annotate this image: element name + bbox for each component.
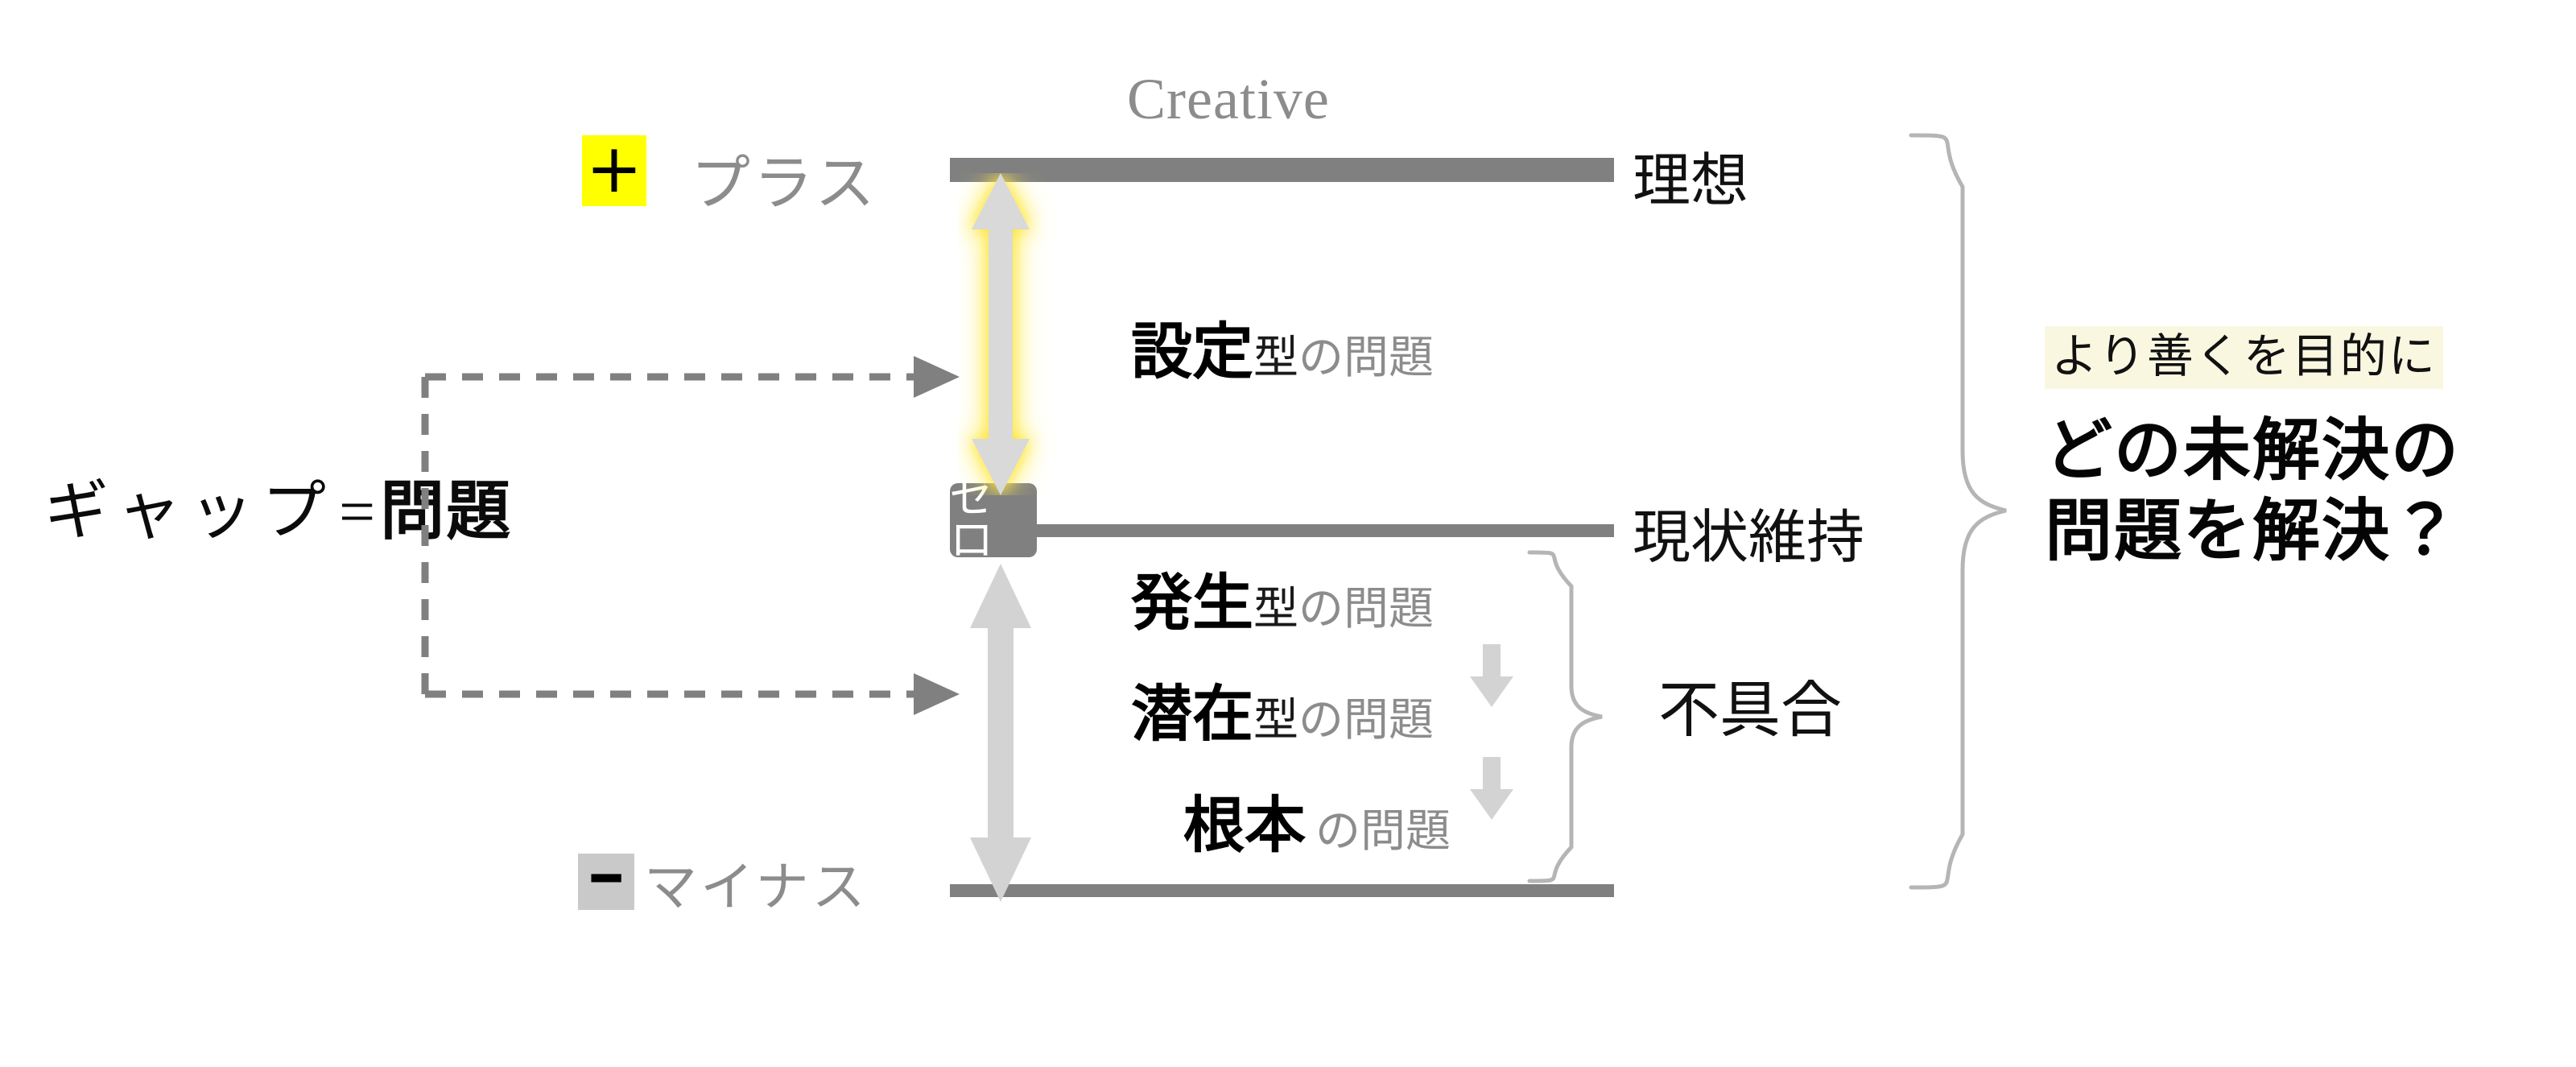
arrowhead-lower bbox=[914, 673, 960, 715]
problem-type-latent-kata: 型 bbox=[1253, 696, 1298, 746]
problem-type-occurrence-strong: 発生 bbox=[1131, 570, 1253, 638]
problem-type-root-soft: の問題 bbox=[1315, 807, 1451, 857]
zero-badge: ゼロ bbox=[950, 475, 1037, 562]
zero-level-bar bbox=[990, 524, 1614, 537]
conclusion-question-line2: 問題を解決？ bbox=[2045, 494, 2461, 569]
problem-type-setting-strong: 設定 bbox=[1131, 319, 1253, 387]
minus-badge: ━ bbox=[578, 854, 634, 910]
gap-arrow-lower bbox=[970, 564, 1031, 902]
plus-label: プラス bbox=[691, 149, 878, 218]
problem-type-setting-soft: の問題 bbox=[1298, 333, 1434, 383]
problem-type-setting-kata: 型 bbox=[1253, 333, 1298, 383]
arrowhead-upper bbox=[914, 356, 960, 398]
gap-equation: ギャップ=問題 bbox=[44, 459, 512, 552]
conclusion-question: どの未解決の 問題を解決？ bbox=[2045, 411, 2552, 571]
problem-type-occurrence-soft: の問題 bbox=[1298, 585, 1434, 635]
problem-type-root-strong: 根本 bbox=[1183, 792, 1306, 860]
problem-type-latent: 潜在型の問題 bbox=[1131, 684, 1434, 746]
creative-title: Creative bbox=[1127, 67, 1330, 131]
problem-type-root: 根本の問題 bbox=[1183, 796, 1451, 857]
plus-icon: + bbox=[585, 129, 643, 208]
gap-kanji: 問題 bbox=[380, 477, 513, 548]
gap-arrow-upper bbox=[972, 173, 1030, 495]
chevron-down-icon-1 bbox=[1470, 644, 1513, 707]
conclusion-highlight-wrap: より善くを目的に bbox=[2045, 326, 2552, 390]
minus-level-bar bbox=[950, 884, 1614, 897]
chevron-down-icon-2 bbox=[1470, 757, 1513, 820]
ideal-caption: 理想 bbox=[1633, 149, 1749, 213]
conclusion-panel: より善くを目的に どの未解決の 問題を解決？ bbox=[2045, 326, 2552, 572]
conclusion-highlight: より善くを目的に bbox=[2045, 326, 2443, 390]
defect-caption: 不具合 bbox=[1658, 677, 1842, 745]
gap-katakana: ギャップ bbox=[44, 477, 334, 548]
defect-group-brace bbox=[1527, 550, 1603, 883]
gap-connector-bracket bbox=[421, 356, 960, 715]
problem-type-setting: 設定型の問題 bbox=[1131, 322, 1434, 383]
problem-type-latent-strong: 潜在 bbox=[1131, 681, 1253, 749]
problem-type-latent-soft: の問題 bbox=[1298, 696, 1434, 746]
minus-label: マイナス bbox=[644, 856, 869, 918]
zero-badge-label: ゼロ bbox=[950, 471, 994, 565]
status-quo-caption: 現状維持 bbox=[1633, 506, 1865, 570]
gap-equals-sign: = bbox=[339, 477, 376, 548]
plus-badge: + bbox=[582, 129, 646, 208]
problem-type-occurrence-kata: 型 bbox=[1253, 585, 1298, 635]
plus-level-bar bbox=[950, 158, 1614, 182]
overall-scope-brace bbox=[1909, 133, 2007, 890]
conclusion-question-line1: どの未解決の bbox=[2045, 414, 2461, 490]
problem-type-occurrence: 発生型の問題 bbox=[1131, 573, 1434, 635]
minus-icon: ━ bbox=[591, 850, 621, 907]
